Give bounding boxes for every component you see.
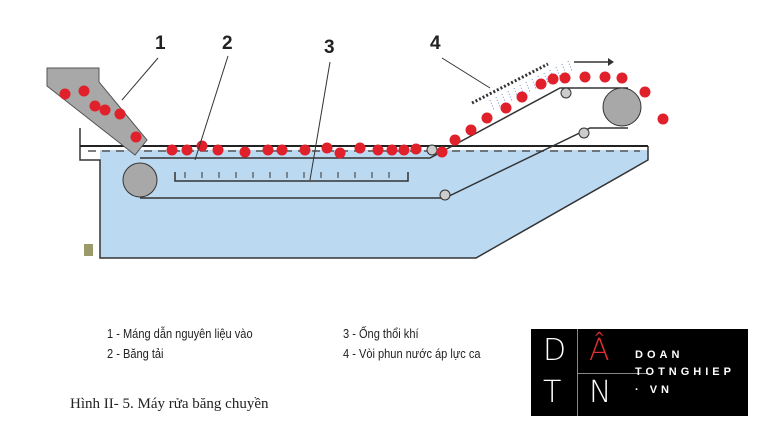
tomato <box>559 72 571 84</box>
tomato <box>78 85 90 97</box>
tomato <box>130 131 142 143</box>
drive-wheel-left <box>122 162 158 198</box>
logo-letter: Â <box>589 333 610 368</box>
label-1: 1 <box>155 33 166 54</box>
logo-text: · VN <box>635 384 673 396</box>
drain-valve <box>84 244 93 256</box>
tomato <box>547 73 559 85</box>
tomato <box>89 100 101 112</box>
tomato <box>386 144 398 156</box>
tomato <box>196 140 208 152</box>
tomato <box>516 91 528 103</box>
tomato <box>114 108 126 120</box>
water-spray <box>489 99 495 111</box>
feed-chute <box>46 67 148 156</box>
leader-line-3 <box>309 61 331 181</box>
legend-item-3: 3 - Ống thổi khí <box>343 326 419 341</box>
idler-roller <box>578 127 590 139</box>
drive-wheel-right <box>602 87 642 127</box>
tomato <box>354 142 366 154</box>
legend-item-2: 2 - Băng tải <box>107 346 164 361</box>
label-3: 3 <box>324 37 335 58</box>
tomato <box>59 88 71 100</box>
idler-roller <box>560 87 572 99</box>
legend-item-1: 1 - Máng dẫn nguyên liệu vào <box>107 326 253 341</box>
tomato <box>579 71 591 83</box>
logo-divider <box>577 373 647 374</box>
tomato <box>657 113 669 125</box>
water-spray <box>501 93 507 105</box>
idler-roller <box>426 144 438 156</box>
water-spray <box>567 60 573 72</box>
water-spray <box>507 90 513 102</box>
logo-letter: N <box>589 375 612 410</box>
tomato <box>166 144 178 156</box>
watermark-logo: D Â T N DOAN TOTNGHIEP · VN <box>531 329 748 416</box>
tomato <box>465 124 477 136</box>
logo-divider <box>577 329 578 416</box>
conveyor-belt-top <box>140 87 628 159</box>
tomato <box>321 142 333 154</box>
leader-line-4 <box>441 57 491 89</box>
logo-letter: D <box>543 333 567 368</box>
tomato <box>334 147 346 159</box>
leader-line-1 <box>121 57 159 101</box>
tomato <box>99 104 111 116</box>
tank-wall <box>79 128 649 259</box>
tomato <box>410 143 422 155</box>
tomato <box>500 102 512 114</box>
tomato <box>276 144 288 156</box>
tomato <box>181 144 193 156</box>
tomato <box>299 144 311 156</box>
tomato <box>535 78 547 90</box>
logo-letter: T <box>543 375 562 410</box>
water-spray <box>561 63 567 75</box>
tomato <box>239 146 251 158</box>
tomato <box>262 144 274 156</box>
tomato <box>436 146 448 158</box>
tomato <box>639 86 651 98</box>
tomato <box>449 134 461 146</box>
water-spray <box>531 78 537 90</box>
water-spray <box>495 96 501 108</box>
tomato <box>481 112 493 124</box>
label-4: 4 <box>430 33 441 54</box>
logo-text: DOAN <box>635 349 684 361</box>
idler-roller <box>439 189 451 201</box>
tomato <box>372 144 384 156</box>
air-pipe <box>174 172 409 182</box>
figure-caption: Hình II- 5. Máy rửa băng chuyền <box>70 396 269 412</box>
tomato <box>212 144 224 156</box>
legend-item-4: 4 - Vòi phun nước áp lực ca <box>343 346 481 361</box>
direction-arrow-icon <box>574 58 614 66</box>
logo-text: TOTNGHIEP <box>635 366 735 378</box>
leader-line-2 <box>194 55 229 161</box>
water-spray <box>525 81 531 93</box>
label-2: 2 <box>222 33 233 54</box>
tomato <box>599 71 611 83</box>
water-tank-water <box>100 150 648 258</box>
tomato <box>616 72 628 84</box>
tomato <box>398 144 410 156</box>
conveyor-belt-bottom <box>140 127 628 199</box>
